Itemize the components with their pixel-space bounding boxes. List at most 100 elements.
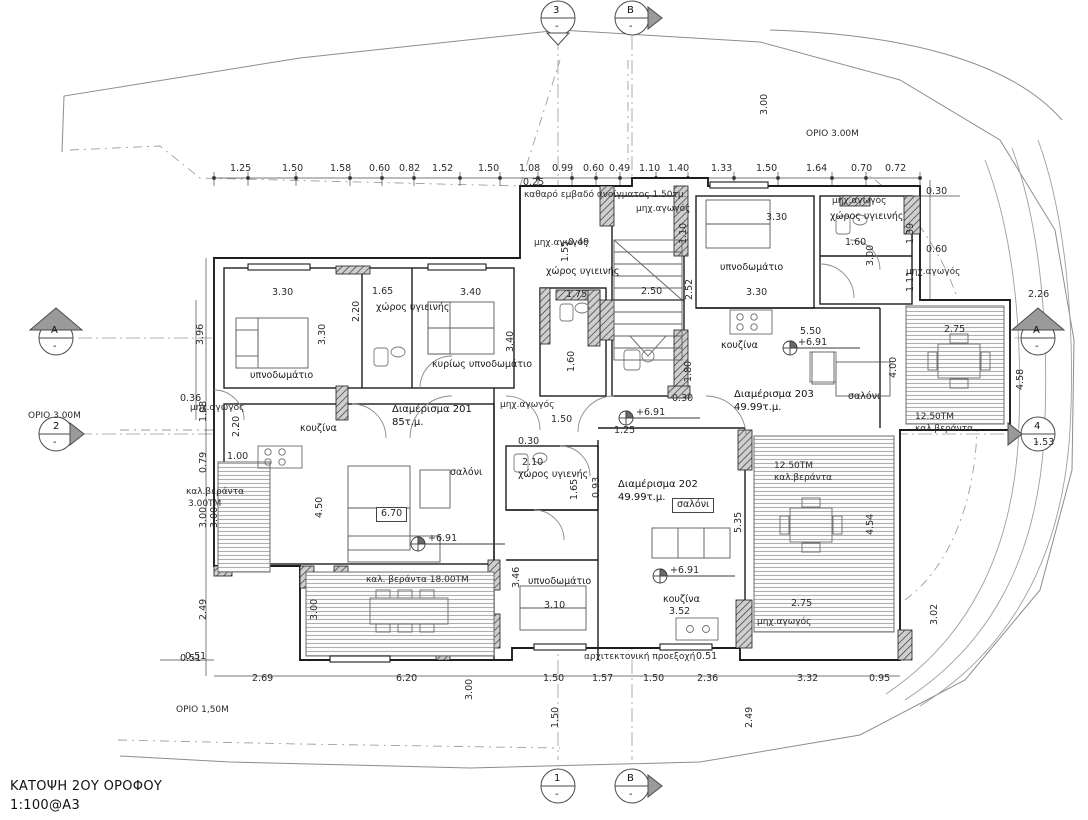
- dim-top-15: 1.50: [756, 163, 778, 174]
- grid-bubble-2[interactable]: 2: [53, 421, 60, 432]
- dim-top-17: 0.70: [851, 163, 873, 174]
- dim-top-9: 0.99: [552, 163, 574, 174]
- grid-bubble-a-left[interactable]: A: [51, 325, 58, 336]
- dim-top-6: 1.52: [432, 163, 454, 174]
- dim-bottom-620: 6.20: [396, 673, 418, 684]
- dim-wc-ne-h: 3.00: [865, 244, 876, 266]
- balcony-se-dim: 2.75: [791, 598, 813, 609]
- dim-top-025: 0.25: [523, 177, 545, 188]
- dim-right-030: 0.30: [926, 186, 948, 197]
- grid-bubble-a-left-sub: -: [53, 341, 57, 352]
- balcony-se-area: 12.50ΤΜ: [774, 461, 814, 471]
- dim-bedroom-ne-h: 3.30: [746, 287, 768, 298]
- dim-top-18: 0.72: [885, 163, 907, 174]
- dim-bottom-300: 3.00: [464, 678, 475, 700]
- misc-dim-220b: 2.20: [231, 415, 242, 437]
- room-wc-ne: χώρος υγιεινής: [830, 211, 904, 222]
- balcony-west-dim: 3.00: [209, 506, 220, 528]
- duct-label-6: μηχ.αγωγός: [757, 617, 812, 627]
- dim-right-139: 1.39: [905, 222, 916, 244]
- dim-top-7: 1.50: [478, 163, 500, 174]
- level-mark-4: +6.91: [798, 337, 828, 348]
- dim-top-4: 0.60: [369, 163, 391, 174]
- grid-bubble-3-sub: -: [555, 21, 559, 32]
- dim-left-249: 2.49: [198, 598, 209, 620]
- dim-bedroom-nw-w: 3.30: [272, 287, 294, 298]
- boundary-bottom: ΟΡΙΟ 1,50Μ: [176, 705, 229, 715]
- dim-bedroom-south-w: 3.10: [544, 600, 566, 611]
- dim-bottom-157: 1.57: [592, 673, 614, 684]
- balcony-west-label: καλ.βεράντα: [186, 487, 245, 497]
- balcony-ne-dim: 2.75: [944, 324, 966, 335]
- duct-label-1: μηχ.αγωγός: [636, 204, 691, 214]
- grid-bubble-a-right-sub: -: [1035, 341, 1039, 352]
- grid-bubble-4[interactable]: 4: [1034, 421, 1041, 432]
- dim-bottom-150b: 1.50: [643, 673, 665, 684]
- dim-right-153: 1.53: [1033, 437, 1055, 448]
- misc-dim-030b: 0.30: [518, 436, 540, 447]
- apartment-203-area: 49.99τ.μ.: [734, 402, 782, 413]
- level-mark-2: +6.91: [636, 407, 666, 418]
- dim-left-396: 3.96: [195, 323, 206, 345]
- stair-sub-dim: 0.30: [672, 393, 694, 404]
- apartment-202-name: Διαμέρισμα 202: [618, 479, 698, 490]
- duct-label-2: μηχ.αγωγός: [534, 238, 589, 248]
- dim-living-west-w: 6.70: [376, 507, 408, 522]
- grid-bubble-1[interactable]: 1: [554, 773, 561, 784]
- dim-top-12: 1.10: [639, 163, 661, 174]
- room-kitchen-south: κουζίνα: [663, 594, 700, 605]
- dim-bottom-332: 3.32: [797, 673, 819, 684]
- dim-bottom-150c: 1.50: [550, 706, 561, 728]
- apartment-201-name: Διαμέρισμα 201: [392, 404, 472, 415]
- balcony-west-area: 3.00ΤΜ: [188, 499, 222, 509]
- dim-right-060: 0.60: [926, 244, 948, 255]
- dim-right-458: 4.58: [1015, 368, 1026, 390]
- dim-top-1: 1.25: [230, 163, 252, 174]
- room-wc-south: χώρος υγιενής: [518, 469, 589, 480]
- dim-kitchen-west-h: 4.50: [314, 496, 325, 518]
- dim-right-454: 4.54: [865, 513, 876, 535]
- boundary-top-right: ΟΡΙΟ 3.00Μ: [806, 129, 859, 139]
- dim-wc-mid-h: 1.60: [566, 350, 577, 372]
- room-living-south: σαλόνι: [672, 498, 715, 513]
- drawing-scale: 1:100@A3: [10, 798, 81, 813]
- apartment-201-area: 85τ.μ.: [392, 417, 424, 428]
- dim-bedroom-ne-w: 3.30: [766, 212, 788, 223]
- dim-bottom-249: 2.49: [744, 706, 755, 728]
- apartment-202-area: 49.99τ.μ.: [618, 492, 666, 503]
- dim-right-111: 1.11: [905, 270, 916, 292]
- grid-bubble-4-sub: -: [1035, 437, 1039, 448]
- dim-kitchen-east-w: 5.50: [800, 326, 822, 337]
- dim-wc-south-h: 1.65: [569, 478, 580, 500]
- setback-right-dim: 3.02: [929, 603, 940, 625]
- dim-master-h: 3.40: [505, 330, 516, 352]
- grid-bubble-b-top[interactable]: B: [627, 5, 634, 16]
- room-kitchen-west: κουζίνα: [300, 423, 337, 434]
- level-mark-1: +6.91: [428, 533, 458, 544]
- misc-dim-150b: 1.50: [551, 414, 573, 425]
- duct-label-4: μηχ.αγωγός: [190, 403, 245, 413]
- balcony-se-label: καλ.βεράντα: [774, 473, 833, 483]
- dim-bottom-236: 2.36: [697, 673, 719, 684]
- dim-left-079: 0.79: [198, 451, 209, 473]
- dim-top-13: 1.40: [668, 163, 690, 174]
- boundary-left: ΟΡΙΟ 3.00Μ: [28, 411, 81, 421]
- balcony-south-label: καλ. βεράντα 18.00ΤΜ: [366, 575, 469, 585]
- dim-top-2: 1.50: [282, 163, 304, 174]
- grid-bubble-b-bottom-sub: -: [629, 789, 633, 800]
- dim-left-051: 0.51: [180, 653, 202, 664]
- grid-bubble-a-right[interactable]: A: [1033, 325, 1040, 336]
- stair-rise-dim: 2.52: [684, 278, 695, 300]
- grid-bubble-b-top-sub: -: [629, 21, 633, 32]
- misc-dim-093: 0.93: [591, 476, 602, 498]
- grid-bubble-b-bottom[interactable]: B: [627, 773, 634, 784]
- level-mark-3: +6.91: [670, 565, 700, 576]
- dim-wc-nw-w: 1.65: [372, 286, 394, 297]
- misc-dim-110: 1.10: [678, 222, 689, 244]
- grid-bubble-3[interactable]: 3: [553, 5, 560, 16]
- dim-top-11: 0.49: [609, 163, 631, 174]
- dim-bottom-051a: 0.51: [185, 651, 207, 662]
- dim-top-5: 0.82: [399, 163, 421, 174]
